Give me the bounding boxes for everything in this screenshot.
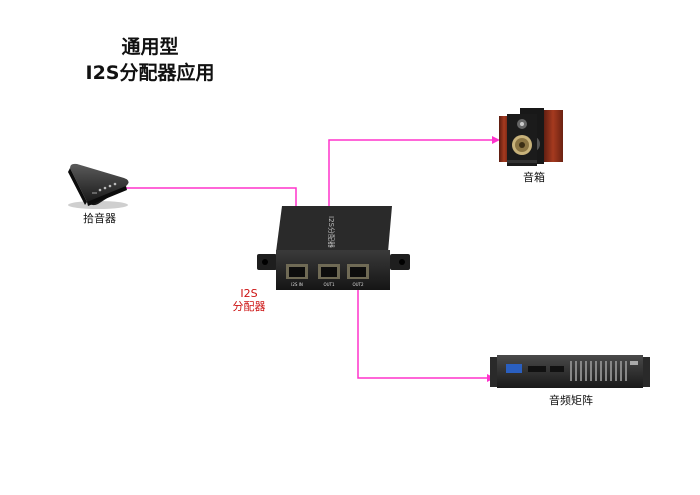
speaker-label: 音箱 — [523, 171, 545, 184]
arrow-into-speaker — [492, 136, 500, 144]
title-line-2: I2S分配器应用 — [85, 62, 215, 84]
port-i2s-in-label: I2S IN — [291, 282, 303, 287]
port-out1-label: OUT1 — [323, 282, 335, 287]
diagram-title: 通用型 I2S分配器应用 — [70, 34, 230, 86]
i2s-splitter-icon: I2S分配器 I2S IN OUT1 OUT2 — [257, 206, 410, 290]
port-i2s-in: I2S IN — [286, 264, 308, 287]
title-line-1: 通用型 — [121, 36, 179, 58]
matrix-label: 音频矩阵 — [549, 394, 593, 407]
port-out2: OUT2 — [347, 264, 369, 287]
connection-mic-to-splitter — [125, 187, 297, 262]
audio-matrix-icon — [490, 355, 650, 388]
splitter-label-line-1: I2S — [240, 287, 258, 300]
connection-splitter-to-matrix — [357, 282, 490, 379]
splitter-label: I2S 分配器 — [228, 287, 270, 313]
splitter-label-line-2: 分配器 — [232, 300, 266, 313]
microphone-icon — [68, 163, 129, 209]
microphone-label: 拾音器 — [83, 212, 116, 225]
port-out1: OUT1 — [318, 264, 340, 287]
splitter-side-text: I2S分配器 — [327, 216, 336, 248]
port-out2-label: OUT2 — [352, 282, 364, 287]
speaker-icon — [499, 108, 563, 166]
